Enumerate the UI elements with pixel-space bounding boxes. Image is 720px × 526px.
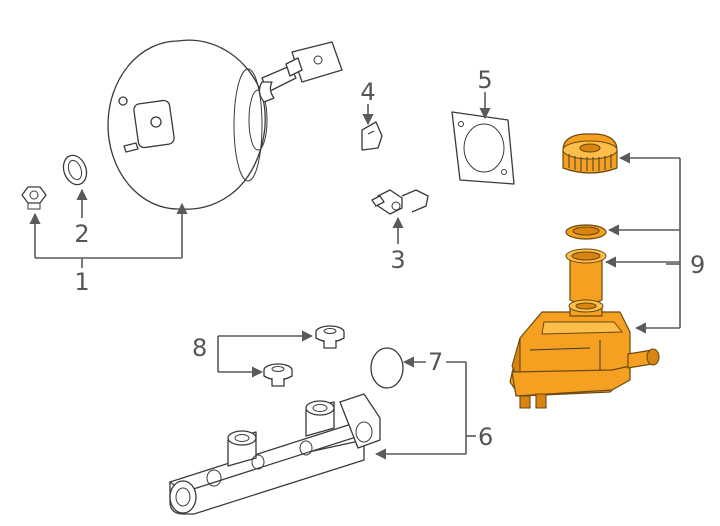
callout-5: 5 — [477, 66, 492, 94]
callout-labels: 1 2 3 4 5 6 7 8 9 — [74, 66, 705, 451]
brake-booster — [107, 39, 343, 210]
callout-3: 3 — [390, 246, 405, 274]
callout-8: 8 — [192, 334, 207, 362]
gasket-part-5 — [451, 111, 515, 185]
callout-9: 9 — [690, 251, 705, 279]
o-ring-part-7 — [370, 347, 404, 389]
grommet-upper — [315, 325, 345, 349]
callout-2: 2 — [74, 220, 89, 248]
leader-lines — [29, 92, 681, 460]
reservoir-strainer — [565, 248, 607, 305]
brake-fluid-reservoir — [509, 299, 660, 409]
callout-7: 7 — [428, 348, 443, 376]
nut-part — [21, 186, 47, 210]
callout-1: 1 — [74, 268, 89, 296]
seal-ring-part-2 — [62, 154, 88, 186]
callout-4: 4 — [360, 78, 375, 106]
reservoir-seal-ring — [565, 224, 607, 240]
master-cylinder — [169, 393, 381, 515]
reservoir-cap — [562, 133, 618, 174]
callout-6: 6 — [478, 423, 493, 451]
grommet-lower — [263, 363, 293, 387]
check-valve-part-3 — [371, 189, 429, 215]
bracket-part-4 — [361, 121, 383, 151]
